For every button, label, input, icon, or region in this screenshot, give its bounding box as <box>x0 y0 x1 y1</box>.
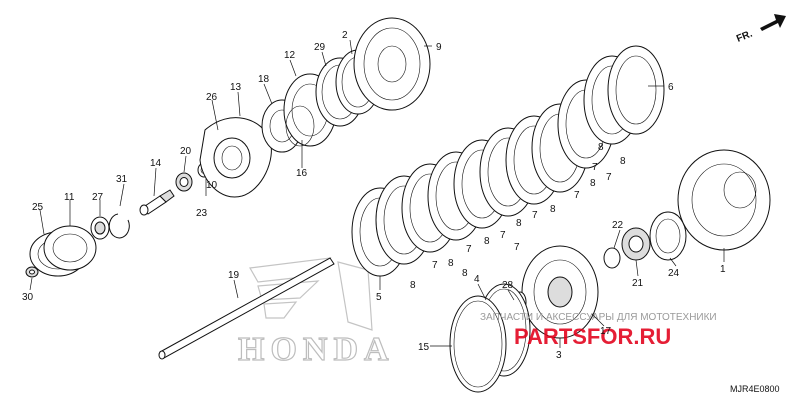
direction-label: FR. <box>735 28 754 44</box>
callout-8: 8 <box>484 236 490 247</box>
callout-7: 7 <box>514 242 520 253</box>
front-arrow-icon <box>760 14 786 31</box>
callout-10: 10 <box>206 180 218 191</box>
callout-15: 15 <box>418 342 430 353</box>
callout-4: 4 <box>474 274 480 285</box>
callout-18: 18 <box>258 74 270 85</box>
callout-21: 21 <box>632 278 644 289</box>
callout-2: 2 <box>342 30 348 41</box>
callout-23: 23 <box>196 208 208 219</box>
callout-1: 1 <box>720 264 726 275</box>
callout-14: 14 <box>150 158 162 169</box>
callout-8: 8 <box>620 156 626 167</box>
callout-20: 20 <box>180 146 192 157</box>
callout-numbers: 9 2 29 12 18 13 26 20 14 10 23 31 27 11 … <box>22 30 726 361</box>
part-9-pressure-plate <box>353 17 431 111</box>
callout-11: 11 <box>64 192 75 203</box>
callout-8: 8 <box>448 258 454 269</box>
callout-8: 8 <box>550 204 556 215</box>
callout-7: 7 <box>574 190 580 201</box>
callout-5: 5 <box>376 292 382 303</box>
callout-22: 22 <box>612 220 624 231</box>
callout-8: 8 <box>598 142 604 153</box>
part-19-pushrod <box>158 257 335 360</box>
callout-12: 12 <box>284 50 296 61</box>
clutch-plate-pack <box>351 45 665 277</box>
front-direction-indicator: FR. <box>735 14 786 45</box>
callout-7: 7 <box>592 162 598 173</box>
diagram-code: MJR4E0800 <box>730 384 780 394</box>
callout-29: 29 <box>314 42 326 53</box>
part-15-ring <box>449 295 507 393</box>
callout-28: 28 <box>502 280 514 291</box>
callout-27: 27 <box>92 192 104 203</box>
honda-watermark: HONDA <box>237 257 395 369</box>
callout-6: 6 <box>668 82 674 93</box>
callout-13: 13 <box>230 82 242 93</box>
honda-wordmark: HONDA <box>238 331 395 368</box>
part-25-11-cover <box>29 225 97 277</box>
part-21-bearing <box>621 227 651 261</box>
callout-8: 8 <box>462 268 468 279</box>
watermark-subtext: ЗАПЧАСТИ И АКСЕССУАРЫ ДЛЯ МОТОТЕХНИКИ <box>480 312 717 323</box>
callout-8: 8 <box>590 178 596 189</box>
callout-25: 25 <box>32 202 44 213</box>
watermark-site-logo: PARTSFOR.RU <box>514 324 671 349</box>
callout-19: 19 <box>228 270 240 281</box>
part-20-bearing <box>175 172 193 192</box>
part-13-plate <box>199 117 272 198</box>
part-30-nut <box>25 266 39 278</box>
part-22-bearing <box>603 247 621 269</box>
callout-7: 7 <box>500 230 506 241</box>
part-1-clutch-outer <box>677 149 771 251</box>
callout-7: 7 <box>466 244 472 255</box>
callout-17: 17 <box>600 326 612 337</box>
callout-7: 7 <box>432 260 438 271</box>
callout-16: 16 <box>296 168 308 179</box>
callout-7: 7 <box>606 172 612 183</box>
callout-26: 26 <box>206 92 218 103</box>
callout-8: 8 <box>516 218 522 229</box>
part-14-lifter <box>139 189 175 216</box>
callout-3: 3 <box>556 350 562 361</box>
callout-31: 31 <box>116 174 128 185</box>
callout-7: 7 <box>532 210 538 221</box>
part-31-snap-ring <box>108 213 130 239</box>
callout-leaders <box>29 39 725 348</box>
callout-24: 24 <box>668 268 680 279</box>
callout-8: 8 <box>410 280 416 291</box>
callout-9: 9 <box>436 42 442 53</box>
part-27-bearing <box>90 216 110 240</box>
part-24-ring <box>649 211 687 261</box>
callout-30: 30 <box>22 292 34 303</box>
